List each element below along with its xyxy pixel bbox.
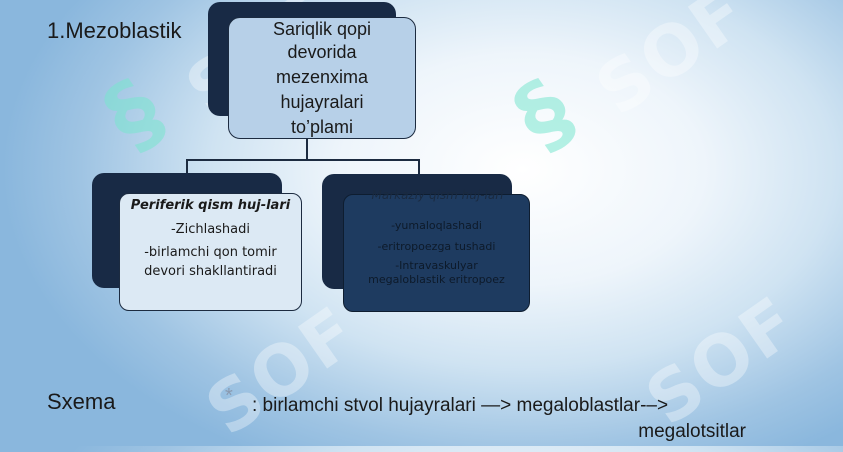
- bullet-star-icon: *: [225, 385, 233, 407]
- top-node-line: Sariqlik qopi: [272, 19, 372, 39]
- scheme-line-2: megalotsitlar: [638, 421, 746, 442]
- top-node-line: mezenxima: [275, 67, 369, 87]
- right-node-item: -yumaloqlashadi: [391, 219, 482, 232]
- connector-right: [418, 159, 420, 174]
- watermark-text: SOF: [581, 0, 763, 132]
- scheme-label: Sxema: [47, 389, 116, 414]
- top-node-line: to’plami: [290, 117, 354, 137]
- watermark-logo: §: [496, 58, 592, 169]
- slide-title: 1.Mezoblastik: [47, 18, 182, 43]
- left-node-item: -Zichlashadi: [170, 222, 250, 237]
- top-node-line: devorida: [287, 42, 357, 62]
- left-node-item: -birlamchi qon tomir devori shakllantira…: [144, 245, 277, 279]
- left-node: Periferik qism huj-lari -Zichlashadi -bi…: [119, 193, 302, 311]
- right-node-item: -eritropoezga tushadi: [377, 240, 496, 253]
- scheme-description: : birlamchi stvol hujayralari —> megalob…: [252, 393, 752, 445]
- top-node: Sariqlik qopi devorida mezenxima hujayra…: [228, 17, 416, 139]
- connector-left: [186, 159, 188, 173]
- left-node-heading: Periferik qism huj-lari: [130, 198, 291, 213]
- top-node-line: hujayralari: [280, 92, 364, 112]
- right-node-heading: Markaziy qism huj-lari: [371, 188, 504, 202]
- scheme-line-1: : birlamchi stvol hujayralari —> megalob…: [252, 395, 669, 416]
- right-node: -yumaloqlashadi -eritropoezga tushadi -I…: [343, 194, 530, 312]
- right-node-item: -Intravaskulyar megaloblastik eritropoez: [368, 259, 505, 286]
- connector-horizontal: [186, 159, 419, 161]
- connector-vertical: [306, 139, 308, 160]
- watermark-logo: §: [86, 58, 182, 169]
